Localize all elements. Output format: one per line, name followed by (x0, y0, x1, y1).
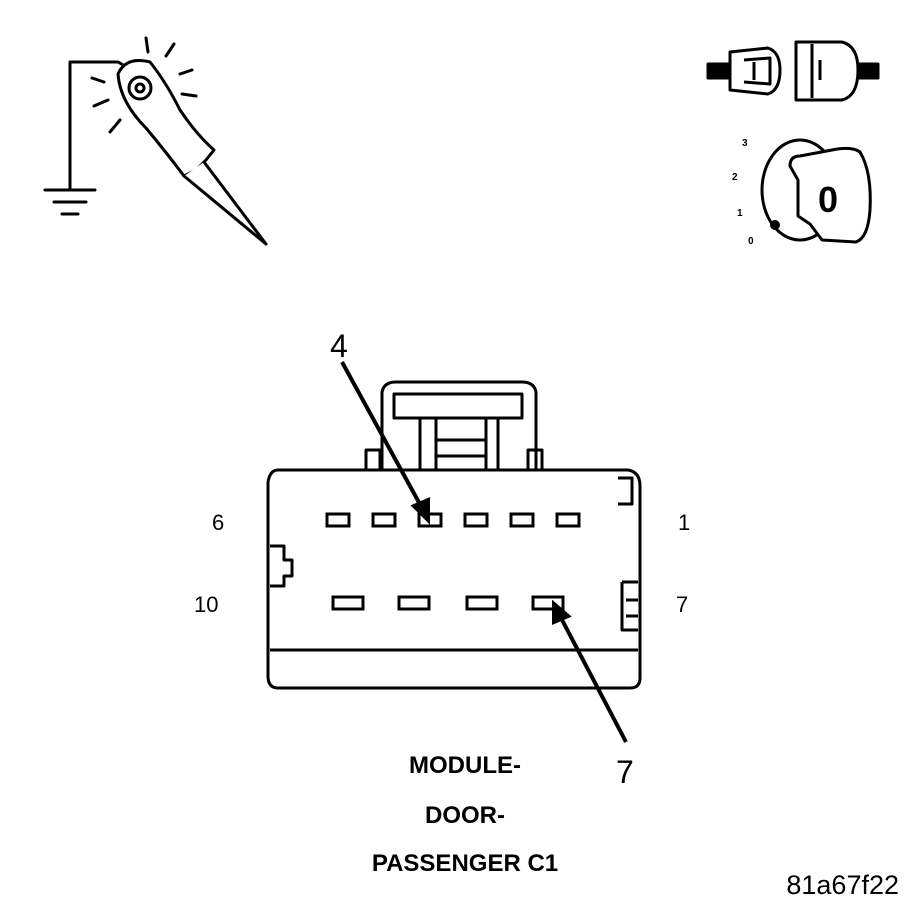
callout-label-top: 4 (330, 328, 348, 364)
pin-label-top-left: 6 (212, 510, 225, 535)
cavity-3 (463, 512, 489, 528)
cavity-8 (465, 595, 499, 611)
callout-arrow-pin-7 (558, 615, 628, 743)
pin-label-bottom-right: 7 (676, 592, 689, 617)
key-position-2: 2 (732, 172, 738, 183)
cavity-row-bottom (331, 595, 565, 611)
ignition-key-off-icon: 0 3 2 1 0 (732, 138, 872, 247)
key-position-3: 3 (742, 138, 748, 149)
caption-line-2: DOOR- (425, 802, 505, 829)
figure-id: 81a67f22 (786, 870, 899, 900)
callout-label-bottom: 7 (616, 754, 634, 790)
key-position-1: 1 (737, 208, 743, 219)
key-position-0: 0 (748, 236, 754, 247)
pin-label-top-right: 1 (678, 510, 691, 535)
cavity-5 (371, 512, 397, 528)
cavity-9 (397, 595, 431, 611)
test-light-probe-icon (43, 36, 268, 246)
cavity-6 (325, 512, 351, 528)
pin-label-bottom-left: 10 (194, 592, 219, 617)
callout-arrow-pin-4 (340, 361, 424, 509)
connector-body (266, 380, 642, 690)
caption-line-1: MODULE- (409, 752, 521, 779)
ground-symbol-icon (43, 188, 97, 216)
cavity-2 (509, 512, 535, 528)
callout-arrows (340, 361, 628, 743)
cavity-row-top (325, 512, 581, 528)
disconnected-connector-icon (706, 40, 880, 102)
key-position-label: 0 (818, 179, 838, 220)
caption-line-3: PASSENGER C1 (371, 850, 559, 877)
cavity-10 (331, 595, 365, 611)
cavity-1 (555, 512, 581, 528)
